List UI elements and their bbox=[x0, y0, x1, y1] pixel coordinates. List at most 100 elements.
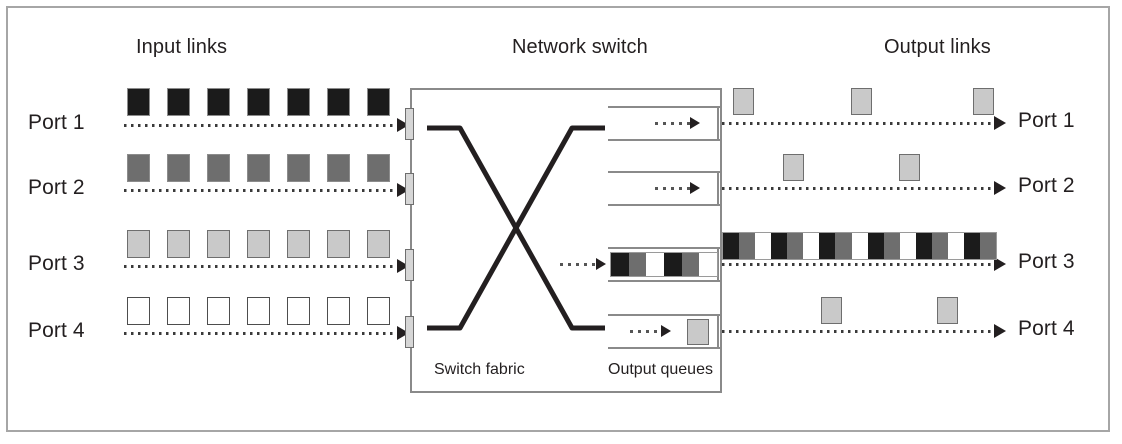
input-packet bbox=[167, 297, 190, 325]
switch-fabric-label: Switch fabric bbox=[434, 361, 525, 378]
output-link-line-3 bbox=[722, 263, 998, 266]
input-packet bbox=[367, 230, 390, 258]
input-packet bbox=[167, 230, 190, 258]
input-packet bbox=[247, 88, 270, 116]
input-packet bbox=[287, 88, 310, 116]
arrow-right-icon bbox=[690, 117, 700, 129]
input-packet bbox=[287, 154, 310, 182]
input-packet bbox=[247, 297, 270, 325]
input-packet bbox=[127, 297, 150, 325]
output-link-line-2 bbox=[722, 187, 998, 190]
output-links-title: Output links bbox=[884, 36, 991, 58]
arrow-right-icon bbox=[994, 181, 1006, 195]
arrow-right-icon bbox=[596, 258, 606, 270]
queue-cell bbox=[628, 253, 647, 276]
input-packet bbox=[247, 154, 270, 182]
output-queue-endcap-3 bbox=[717, 247, 719, 282]
output-port-label-3: Port 3 bbox=[1018, 250, 1075, 273]
arrow-right-icon bbox=[994, 324, 1006, 338]
output-queue-rail-2 bbox=[608, 171, 722, 206]
output-queues-label: Output queues bbox=[608, 361, 713, 378]
arrow-right-icon bbox=[661, 325, 671, 337]
switch-input-tab-2 bbox=[405, 173, 414, 205]
input-packet bbox=[167, 88, 190, 116]
output-packet bbox=[783, 154, 804, 181]
arrow-right-icon bbox=[994, 257, 1006, 271]
output-queue-cells-3 bbox=[610, 252, 718, 277]
queue-cell bbox=[646, 253, 665, 276]
output-band-cell bbox=[980, 233, 997, 259]
arrow-right-icon bbox=[994, 116, 1006, 130]
queue-cell bbox=[664, 253, 682, 276]
queue-flow-line-1 bbox=[655, 122, 691, 125]
switch-fabric-x-icon bbox=[427, 125, 605, 331]
queue-cell bbox=[699, 253, 718, 276]
output-band-cell bbox=[787, 233, 804, 259]
output-band-cell bbox=[947, 233, 964, 259]
input-packet bbox=[207, 88, 230, 116]
output-band-cell bbox=[915, 233, 932, 259]
output-band-cell bbox=[851, 233, 868, 259]
input-packet bbox=[127, 88, 150, 116]
queue-cell bbox=[681, 253, 700, 276]
switch-input-tab-1 bbox=[405, 108, 414, 140]
switch-input-tab-3 bbox=[405, 249, 414, 281]
output-band-cell bbox=[883, 233, 900, 259]
input-packet bbox=[327, 88, 350, 116]
output-packet bbox=[937, 297, 958, 324]
output-link-line-4 bbox=[722, 330, 998, 333]
output-band-cell bbox=[723, 233, 740, 259]
switch-input-tab-4 bbox=[405, 316, 414, 348]
output-queue-endcap-4 bbox=[717, 314, 719, 349]
input-packet bbox=[247, 230, 270, 258]
queue-cell bbox=[687, 319, 709, 345]
arrow-right-icon bbox=[690, 182, 700, 194]
input-packet bbox=[207, 297, 230, 325]
output-queue-rail-1 bbox=[608, 106, 722, 141]
queue-flow-line-4 bbox=[630, 330, 662, 333]
output-band-cell bbox=[771, 233, 788, 259]
output-queue-rail-3 bbox=[608, 247, 722, 282]
output-band-cell bbox=[963, 233, 980, 259]
input-link-line-3 bbox=[124, 265, 409, 268]
output-band-cell bbox=[867, 233, 884, 259]
input-packet bbox=[287, 230, 310, 258]
input-packet bbox=[367, 88, 390, 116]
input-packet bbox=[127, 154, 150, 182]
output-packet bbox=[821, 297, 842, 324]
input-packet bbox=[207, 230, 230, 258]
input-link-line-4 bbox=[124, 332, 409, 335]
network-switch-title: Network switch bbox=[512, 36, 648, 58]
output-packet-band-3 bbox=[722, 232, 997, 260]
output-queue-rail-4 bbox=[608, 314, 722, 349]
input-port-label-4: Port 4 bbox=[28, 319, 85, 342]
queue-cell bbox=[611, 253, 629, 276]
output-packet bbox=[733, 88, 754, 115]
output-port-label-1: Port 1 bbox=[1018, 109, 1075, 132]
input-packet bbox=[327, 230, 350, 258]
output-link-line-1 bbox=[722, 122, 998, 125]
output-packet bbox=[973, 88, 994, 115]
output-band-cell bbox=[819, 233, 836, 259]
output-band-cell bbox=[803, 233, 820, 259]
input-link-line-1 bbox=[124, 124, 409, 127]
input-port-label-2: Port 2 bbox=[28, 176, 85, 199]
network-switch-box: Switch fabric Output queues bbox=[410, 88, 722, 393]
output-band-cell bbox=[755, 233, 772, 259]
input-packet bbox=[367, 297, 390, 325]
input-packet bbox=[167, 154, 190, 182]
queue-flow-line-2 bbox=[655, 187, 691, 190]
output-band-cell bbox=[931, 233, 948, 259]
output-queue-endcap-1 bbox=[717, 106, 719, 141]
input-packet bbox=[327, 154, 350, 182]
input-packet bbox=[127, 230, 150, 258]
output-queue-endcap-2 bbox=[717, 171, 719, 206]
output-band-cell bbox=[899, 233, 916, 259]
input-packet bbox=[287, 297, 310, 325]
output-band-cell bbox=[739, 233, 756, 259]
input-links-title: Input links bbox=[136, 36, 228, 58]
output-band-cell bbox=[835, 233, 852, 259]
input-port-label-1: Port 1 bbox=[28, 111, 85, 134]
output-port-label-2: Port 2 bbox=[1018, 174, 1075, 197]
